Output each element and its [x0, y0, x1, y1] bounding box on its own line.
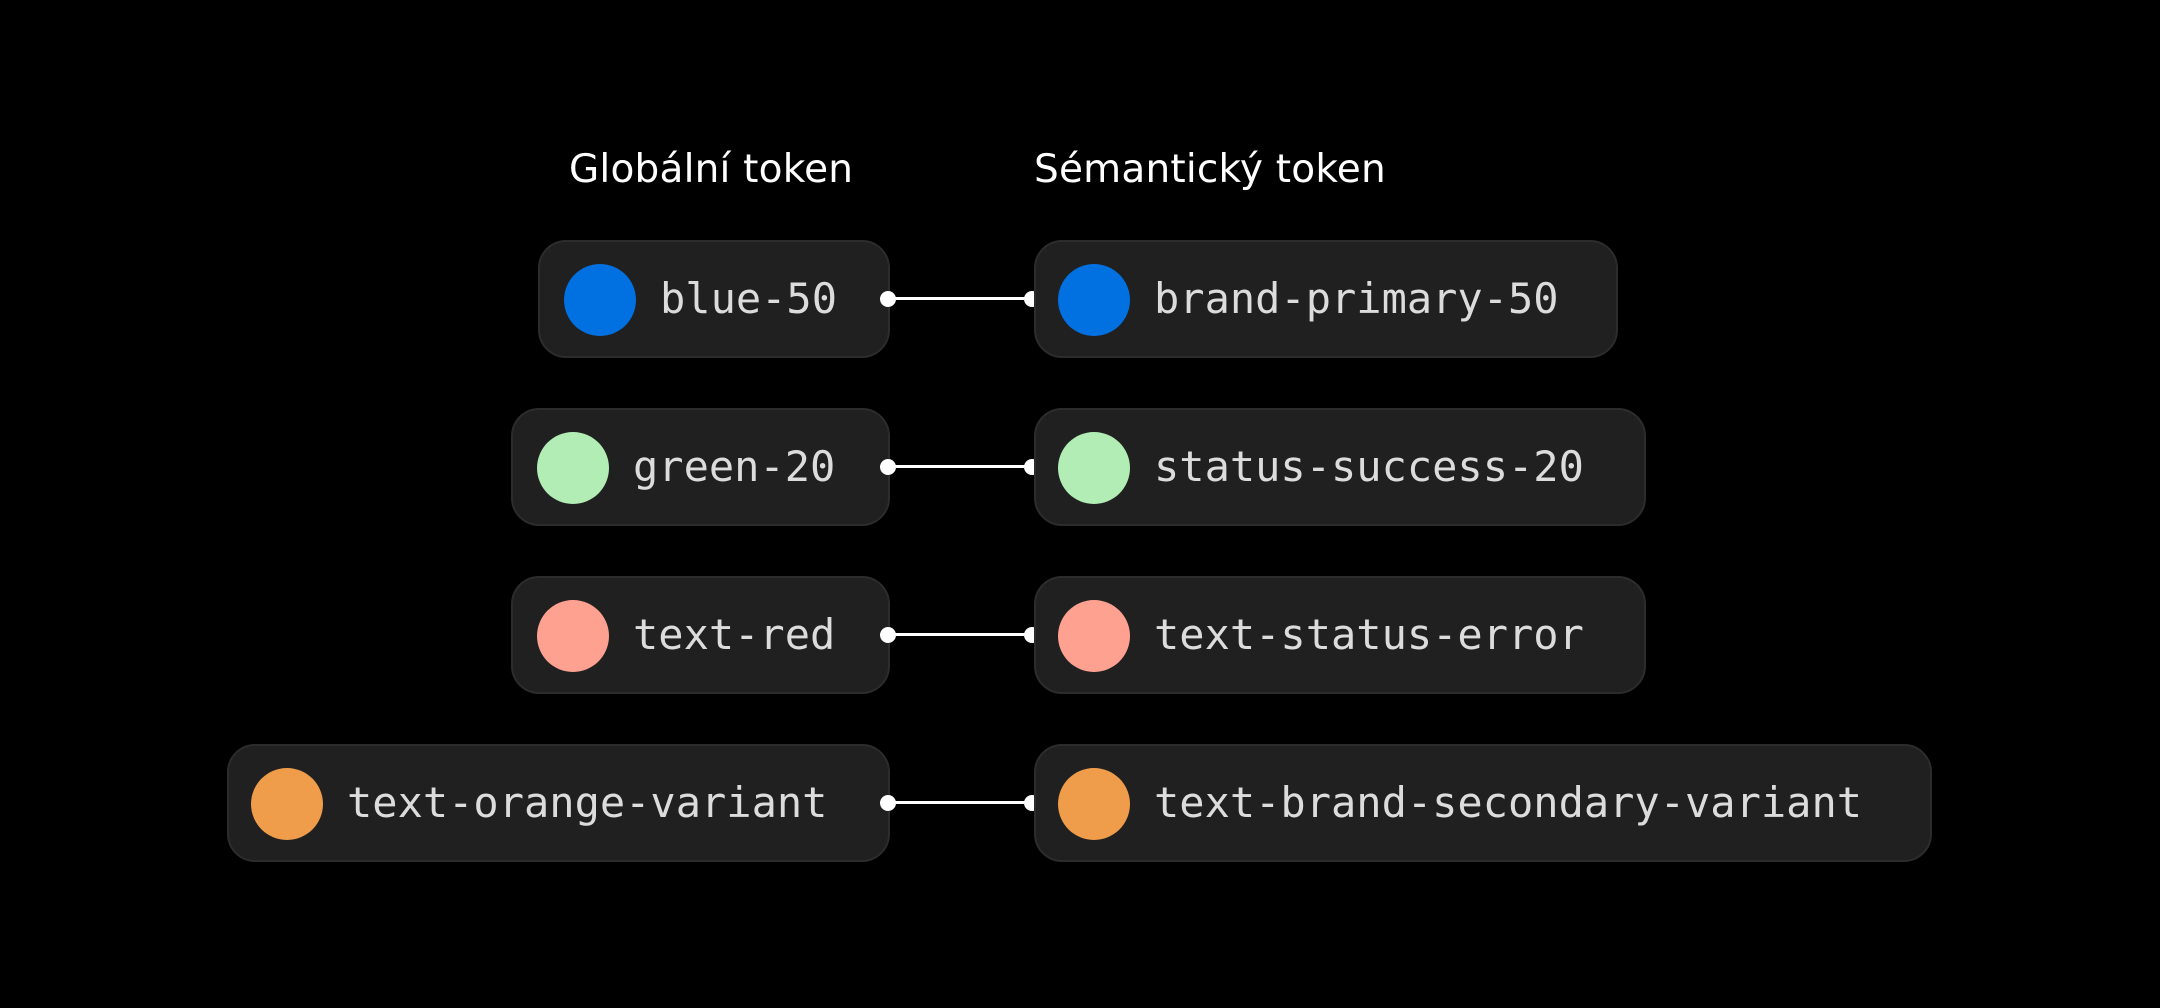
- connector-dot-start: [880, 291, 896, 307]
- connector-line: [888, 297, 1032, 300]
- semantic-token-pill: brand-primary-50: [1034, 240, 1618, 358]
- global-token-pill: green-20: [511, 408, 890, 526]
- semantic-token-pill: text-status-error: [1034, 576, 1646, 694]
- semantic-token-label: text-brand-secondary-variant: [1154, 778, 1863, 827]
- color-swatch: [251, 768, 323, 840]
- global-token-label: text-orange-variant: [347, 778, 828, 827]
- global-token-label: green-20: [633, 442, 836, 491]
- color-swatch: [1058, 264, 1130, 336]
- semantic-token-label: text-status-error: [1154, 610, 1584, 659]
- color-swatch: [1058, 768, 1130, 840]
- color-swatch: [1058, 432, 1130, 504]
- connector-dot-start: [880, 627, 896, 643]
- color-swatch: [537, 432, 609, 504]
- color-swatch: [1058, 600, 1130, 672]
- global-token-pill: blue-50: [538, 240, 890, 358]
- semantic-token-pill: status-success-20: [1034, 408, 1646, 526]
- heading-semantic-token: Sémantický token: [1034, 147, 1386, 192]
- connector-line: [888, 801, 1032, 804]
- connector-line: [888, 633, 1032, 636]
- connector-dot-start: [880, 459, 896, 475]
- connector-dot-start: [880, 795, 896, 811]
- connector-line: [888, 465, 1032, 468]
- semantic-token-label: brand-primary-50: [1154, 274, 1559, 323]
- semantic-token-pill: text-brand-secondary-variant: [1034, 744, 1932, 862]
- global-token-pill: text-red: [511, 576, 890, 694]
- color-swatch: [564, 264, 636, 336]
- color-swatch: [537, 600, 609, 672]
- global-token-pill: text-orange-variant: [227, 744, 890, 862]
- global-token-label: text-red: [633, 610, 836, 659]
- heading-global-token: Globální token: [569, 147, 854, 192]
- global-token-label: blue-50: [660, 274, 838, 323]
- semantic-token-label: status-success-20: [1154, 442, 1584, 491]
